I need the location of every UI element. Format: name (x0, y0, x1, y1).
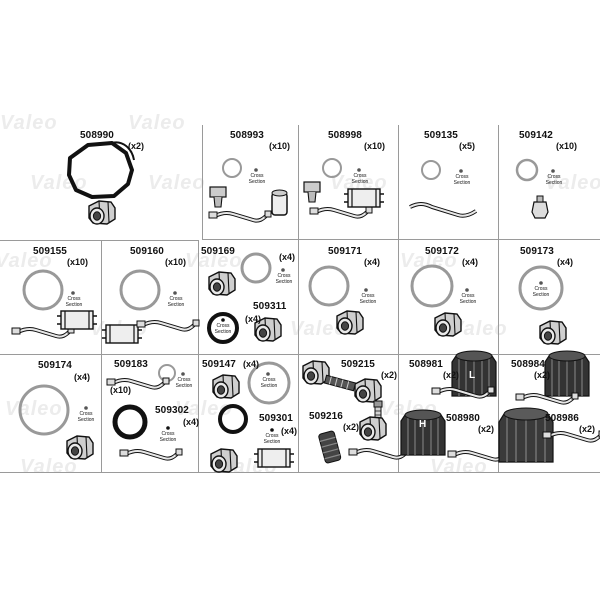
part-quantity: (x10) (556, 141, 578, 151)
part-quantity: (x4) (243, 359, 260, 369)
cell-509171 (299, 240, 399, 355)
valeo-watermark: Valeo (290, 318, 348, 340)
part-number: 509160 (130, 246, 164, 257)
part-quantity: (x4) (557, 257, 574, 267)
part-quantity: (x2) (579, 424, 596, 434)
part-quantity: (x4) (281, 426, 298, 436)
cell-509142 (499, 125, 600, 240)
part-number: 509302 (155, 405, 189, 416)
part-quantity: (x2) (343, 422, 360, 432)
part-number: 509215 (341, 359, 375, 370)
part-number: 509171 (328, 246, 362, 257)
valeo-watermark: Valeo (185, 250, 243, 272)
cell-509174 (0, 355, 102, 473)
part-quantity: (x2) (443, 370, 460, 380)
cell-509172 (399, 240, 499, 355)
part-quantity: (x10) (110, 385, 132, 395)
valeo-watermark: Valeo (0, 112, 58, 134)
part-number: 508993 (230, 130, 264, 141)
part-number: 509135 (424, 130, 458, 141)
part-quantity: (x4) (245, 314, 262, 324)
part-quantity: (x10) (269, 141, 291, 151)
valeo-watermark: Valeo (400, 250, 458, 272)
part-number: 508981 (409, 359, 443, 370)
part-number: 508984 (511, 359, 545, 370)
part-quantity: (x10) (364, 141, 386, 151)
valeo-watermark: Valeo (148, 172, 206, 194)
part-number: 509142 (519, 130, 553, 141)
part-quantity: (x10) (67, 257, 89, 267)
part-number: 509169 (201, 246, 235, 257)
part-quantity: (x4) (183, 417, 200, 427)
valeo-watermark: Valeo (175, 398, 233, 420)
part-quantity: (x2) (478, 424, 495, 434)
part-quantity: (x2) (534, 370, 551, 380)
valeo-watermark: Valeo (545, 172, 600, 194)
part-quantity: (x2) (381, 370, 398, 380)
cell-508998 (299, 125, 399, 240)
part-number: 509173 (520, 246, 554, 257)
valeo-watermark: Valeo (0, 250, 53, 272)
part-number: 509172 (425, 246, 459, 257)
part-number: 509155 (33, 246, 67, 257)
part-number: 509301 (259, 413, 293, 424)
cap-letter-high: H (419, 419, 427, 430)
cell-509155 (0, 240, 102, 355)
part-quantity: (x4) (74, 372, 91, 382)
valeo-watermark: Valeo (450, 318, 508, 340)
cell-509215 (299, 355, 399, 473)
part-quantity: (x10) (165, 257, 187, 267)
part-number: 509311 (253, 301, 287, 312)
part-quantity: (x4) (279, 252, 296, 262)
part-number: 508998 (328, 130, 362, 141)
part-quantity: (x5) (459, 141, 476, 151)
cell-509169 (199, 240, 299, 355)
cell-509147 (199, 355, 299, 473)
cell-509135 (399, 125, 499, 240)
part-number: 508980 (446, 413, 480, 424)
part-number: 509174 (38, 360, 72, 371)
part-number: 508986 (545, 413, 579, 424)
cell-509160 (102, 240, 199, 355)
cap-letter-low: L (469, 370, 476, 381)
part-number: 508990 (80, 130, 114, 141)
part-quantity: (x4) (364, 257, 381, 267)
valeo-watermark: Valeo (30, 172, 88, 194)
part-number: 509183 (114, 359, 148, 370)
cell-509183 (102, 355, 199, 473)
part-number: 509147 (202, 359, 236, 370)
cell-508984 (499, 355, 600, 473)
part-quantity: (x4) (462, 257, 479, 267)
cell-508993 (202, 125, 299, 240)
part-quantity: (x2) (128, 141, 145, 151)
cell-508981 (399, 355, 499, 473)
part-number: 509216 (309, 411, 343, 422)
valeo-watermark: Valeo (128, 112, 186, 134)
